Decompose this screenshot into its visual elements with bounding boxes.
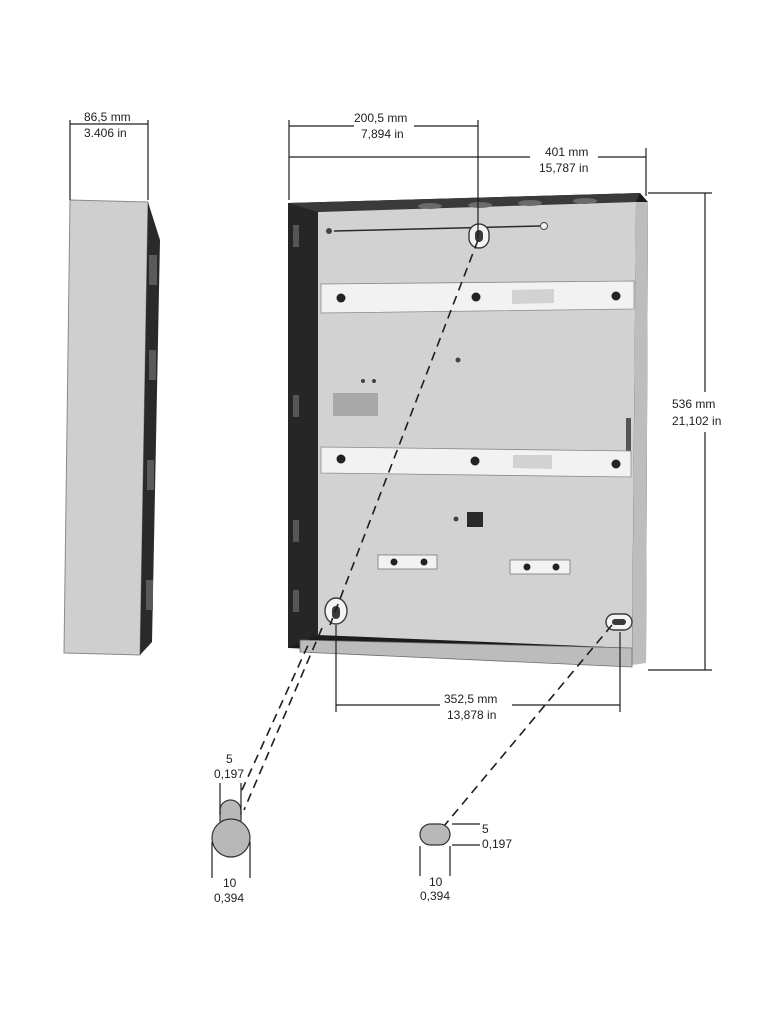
- tamper-terminal: [326, 228, 332, 234]
- half-width-dimension: 200,5 mm 7,894 in: [288, 111, 479, 238]
- cabinet-top-rim: [288, 193, 640, 212]
- side-view-depth-edge: [140, 202, 160, 655]
- knockout-side: [293, 590, 299, 612]
- width-dimension: 401 mm 15,787 in: [289, 145, 647, 196]
- knockout-top: [418, 203, 442, 209]
- keyhole-slot-mm-label: 5: [226, 752, 233, 766]
- depth-mm-label: 86,5 mm: [84, 110, 131, 124]
- depth-dimension: 86,5 mm 3.406 in: [69, 110, 149, 200]
- rail-screw: [471, 292, 481, 302]
- label-plate: [333, 393, 378, 416]
- side-view-knockout: [149, 350, 156, 380]
- slot-detail: 5 0,197 10 0,394: [419, 822, 512, 903]
- panel-hole: [455, 357, 461, 363]
- side-bracket: [626, 418, 631, 466]
- slot-height-in-label: 0,197: [482, 837, 512, 851]
- side-view-knockout: [146, 580, 153, 610]
- tamper-terminal: [540, 222, 548, 230]
- slot-length-mm-label: 10: [429, 875, 443, 889]
- center-knockout: [467, 512, 483, 527]
- knockout-side: [293, 395, 299, 417]
- rail-screw: [470, 456, 480, 466]
- keyhole-head-in-label: 0,394: [214, 891, 244, 905]
- side-view-knockout: [147, 460, 154, 490]
- tamper-wire: [333, 225, 541, 232]
- leader-lines: [241, 239, 613, 827]
- slot-length-in-label: 0,394: [420, 889, 450, 903]
- cabinet-right-edge: [632, 202, 648, 665]
- slot-shape: [419, 823, 451, 846]
- hole-spacing-in-label: 13,878 in: [447, 708, 496, 722]
- slot-height-mm-label: 5: [482, 822, 489, 836]
- keyhole-head-shape: [211, 818, 251, 858]
- knockout-top: [468, 202, 492, 208]
- left-bracket: [377, 554, 438, 570]
- height-in-label: 21,102 in: [672, 414, 721, 428]
- rail-screw: [336, 293, 346, 303]
- leader-slot-detail: [443, 624, 613, 827]
- half-width-in-label: 7,894 in: [361, 127, 404, 141]
- keyhole-detail: 5 0,197 10 0,394: [211, 752, 251, 905]
- leader-keyhole-detail: [241, 631, 315, 791]
- front-view: [288, 193, 648, 668]
- right-bracket: [509, 559, 571, 575]
- panel-hole: [372, 379, 376, 383]
- back-panel: [318, 202, 636, 648]
- panel-hole: [453, 516, 459, 522]
- height-mm-label: 536 mm: [672, 397, 715, 411]
- cabinet-bottom-lip: [299, 639, 633, 668]
- knockout-side: [293, 225, 299, 247]
- rail-screw: [336, 454, 346, 464]
- keyhole-head-mm-label: 10: [223, 876, 237, 890]
- cabinet-left-wall: [288, 203, 318, 648]
- keyhole-slot-in-label: 0,197: [214, 767, 244, 781]
- knockout-top: [518, 200, 542, 206]
- width-in-label: 15,787 in: [539, 161, 588, 175]
- hole-spacing-mm-label: 352,5 mm: [444, 692, 497, 706]
- side-view: [63, 199, 160, 656]
- rail-screw: [611, 291, 621, 301]
- upper-din-rail: [320, 280, 635, 314]
- rail-screw: [611, 459, 621, 469]
- bottom-right-slot: [605, 613, 633, 631]
- top-keyhole: [468, 223, 490, 249]
- knockout-side: [293, 520, 299, 542]
- side-view-face: [63, 199, 149, 656]
- half-width-mm-label: 200,5 mm: [354, 111, 407, 125]
- side-view-knockout: [149, 255, 157, 285]
- height-dimension: 536 mm 21,102 in: [648, 192, 721, 671]
- lower-din-rail: [320, 446, 632, 478]
- panel-hole: [361, 379, 365, 383]
- leader-keyhole-detail: [243, 627, 323, 811]
- width-mm-label: 401 mm: [545, 145, 588, 159]
- knockout-top: [573, 198, 597, 204]
- depth-in-label: 3.406 in: [84, 126, 127, 140]
- hole-spacing-dimension: 352,5 mm 13,878 in: [335, 625, 621, 722]
- leader-top-keyhole: [329, 239, 479, 626]
